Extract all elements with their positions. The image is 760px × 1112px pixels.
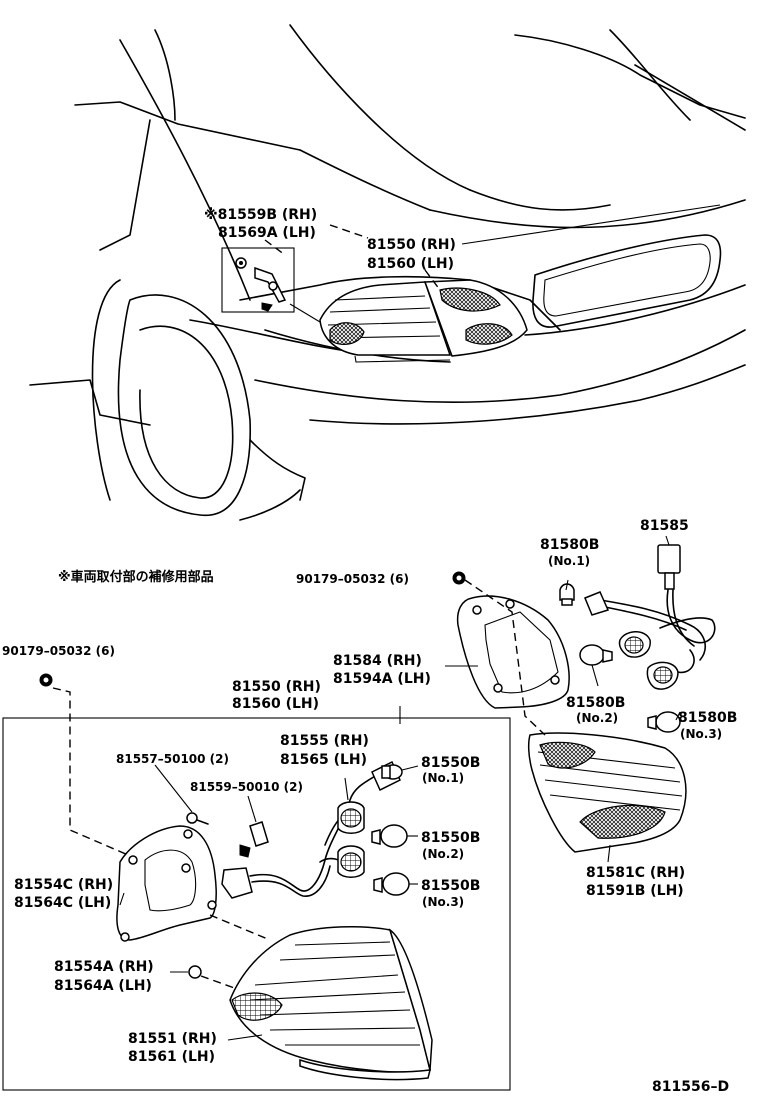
- inner-lens: [527, 732, 687, 853]
- lamp-assembly-box: [2, 717, 511, 1091]
- dash-line-left: [52, 687, 136, 859]
- nut-upper: [452, 571, 466, 585]
- label-top-grommet-lh: 81569A (LH): [218, 225, 316, 241]
- label-nut-small: 81554A (RH): [54, 959, 154, 975]
- nut-left: [39, 673, 53, 687]
- label-socket-cord: 81585: [640, 518, 689, 534]
- label-bulb-no2-sub: (No.2): [422, 847, 464, 861]
- label-b81580-no1: 81580B: [540, 537, 599, 553]
- socket-cord-81585: [584, 544, 716, 690]
- dash-line-upper: [464, 579, 546, 736]
- nut-81554a: [188, 965, 202, 979]
- label-top-grommet: ※81559B (RH): [204, 207, 317, 223]
- label-diagram-code: 811556–D: [652, 1079, 729, 1095]
- label-bulb-no3-sub: (No.3): [422, 895, 464, 909]
- label-lamp-box-lh: 81560 (LH): [232, 696, 319, 712]
- clip-81559: [239, 821, 269, 858]
- label-cord: 81555 (RH): [280, 733, 369, 749]
- label-lamp-top: 81550 (RH): [367, 237, 456, 253]
- label-inner-lens: 81581C (RH): [586, 865, 685, 881]
- label-nut-small-lh: 81564A (LH): [54, 978, 152, 994]
- label-cord-lh: 81565 (LH): [280, 752, 367, 768]
- label-inner-lens-lh: 81591B (LH): [586, 883, 684, 899]
- label-b81580-no1-sub: (No.1): [548, 554, 590, 568]
- outer-gasket: [116, 825, 217, 942]
- inner-gasket: [456, 595, 570, 709]
- label-nut-upper: 90179–05032 (6): [296, 572, 409, 586]
- outer-lens: [229, 926, 433, 1081]
- label-lamp-top-lh: 81560 (LH): [367, 256, 454, 272]
- leader-lines: [119, 204, 721, 1041]
- label-bulb-no1-sub: (No.1): [422, 771, 464, 785]
- label-b81580-no2: 81580B: [566, 695, 625, 711]
- label-b81580-no3-sub: (No.3): [680, 727, 722, 741]
- bulbs-81580b: [559, 583, 681, 733]
- label-bulb-no2: 81550B: [421, 830, 480, 846]
- car-rear-body: [29, 24, 746, 521]
- label-gasket-outer: 81554C (RH): [14, 877, 113, 893]
- label-bulb-no3: 81550B: [421, 878, 480, 894]
- label-gasket-outer-lh: 81564C (LH): [14, 895, 111, 911]
- label-b81580-no2-sub: (No.2): [576, 711, 618, 725]
- bulbs-81550b: [371, 764, 410, 896]
- label-outer-lens-lh: 81561 (LH): [128, 1049, 215, 1065]
- tail-lamp-on-car: [319, 279, 528, 363]
- label-b81580-no3: 81580B: [678, 710, 737, 726]
- label-outer-lens: 81551 (RH): [128, 1031, 217, 1047]
- grommet-inset-box: [221, 247, 295, 313]
- label-bulb-no1: 81550B: [421, 755, 480, 771]
- label-lamp-box: 81550 (RH): [232, 679, 321, 695]
- dash-line-nut: [200, 975, 241, 991]
- dash-line-gasket: [209, 914, 271, 941]
- label-note-jp: ※車両取付部の補修用部品: [58, 569, 214, 585]
- label-nut-left: 90179–05032 (6): [2, 644, 115, 658]
- label-gasket-inner: 81584 (RH): [333, 653, 422, 669]
- screw-81557: [186, 812, 209, 825]
- label-gasket-inner-lh: 81594A (LH): [333, 671, 431, 687]
- label-clip: 81559–50010 (2): [190, 780, 303, 794]
- label-screw: 81557–50100 (2): [116, 752, 229, 766]
